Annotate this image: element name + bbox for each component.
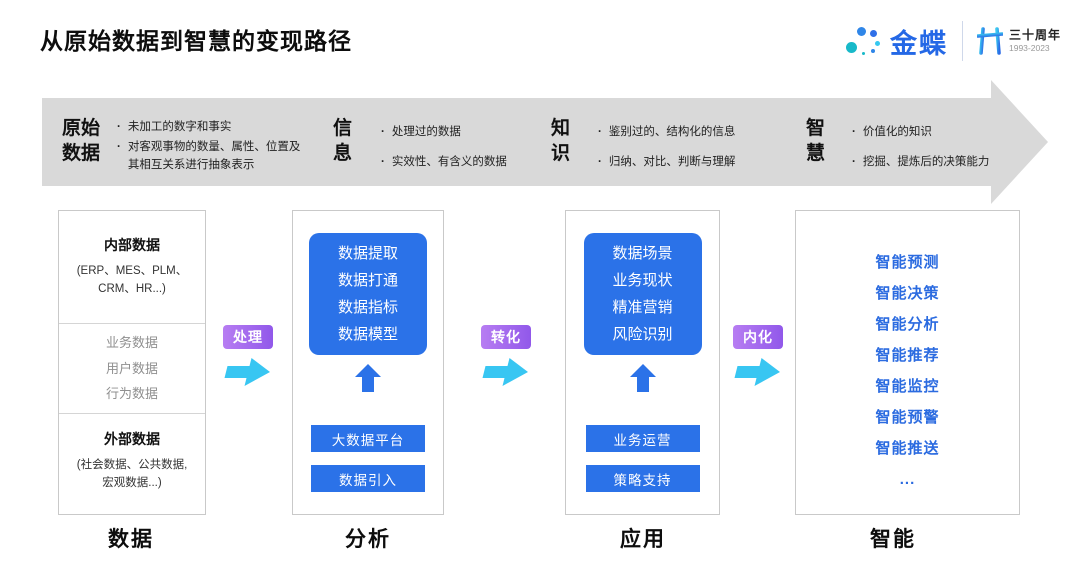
bullet-dot: · <box>598 126 602 138</box>
bullet-text: 实效性、有含义的数据 <box>391 156 507 169</box>
stage-title-information: 信 息 <box>333 118 353 164</box>
connector-process: 处理 <box>217 325 279 389</box>
application-pill: 数据场景 业务现状 精准营销 风险识别 <box>583 233 702 355</box>
pill-line: 数据提取 <box>337 245 398 262</box>
bullet-dot: · <box>117 121 121 133</box>
pill-line: 风险识别 <box>612 326 673 343</box>
connector-internalize: 内化 <box>727 325 789 389</box>
external-data-sub: (社会数据、公共数据, 宏观数据...) <box>76 459 188 490</box>
middle-data-item: 业务数据 <box>105 335 158 351</box>
bullet-text: 挖掘、提炼后的决策能力 <box>862 156 990 169</box>
application-box: 数据场景 业务现状 精准营销 风险识别 业务运营 策略支持 <box>565 210 720 515</box>
bullet-dot: · <box>117 141 121 154</box>
internal-data-section: 内部数据 (ERP、MES、PLM、 CRM、HR...) <box>59 211 205 323</box>
anniversary-label: 三十周年 <box>1009 28 1062 43</box>
bullet-text: 未加工的数字和事实 <box>127 121 232 133</box>
connector-badge: 转化 <box>481 325 531 349</box>
bullet-dot: · <box>381 156 385 169</box>
analysis-platform-label: 大数据平台 <box>311 425 425 452</box>
kingdee-dots-icon <box>845 21 881 61</box>
internal-data-title: 内部数据 <box>104 237 160 253</box>
stage-title-raw-data: 原始 数据 <box>62 118 101 164</box>
anniversary-years: 1993-2023 <box>1009 43 1050 54</box>
pill-line: 数据打通 <box>337 272 398 289</box>
intelligence-item: 智能预测 <box>875 254 940 271</box>
intelligence-item: 智能预警 <box>875 409 940 426</box>
intelligence-item-ellipsis: ... <box>899 471 916 488</box>
pill-line: 数据模型 <box>337 326 398 343</box>
right-arrow-icon <box>222 355 274 389</box>
bullet-text: 对客观事物的数量、属性、位置及其相互关系进行抽象表示 <box>127 141 301 171</box>
analysis-pill: 数据提取 数据打通 数据指标 数据模型 <box>309 233 427 355</box>
footer-label-analysis: 分析 <box>345 528 391 551</box>
intelligence-item: 智能监控 <box>875 378 940 395</box>
connector-transform: 转化 <box>475 325 537 389</box>
connector-badge: 内化 <box>733 325 783 349</box>
internal-data-sub: (ERP、MES、PLM、 CRM、HR...) <box>76 265 188 296</box>
anniversary-mark: 三十周年 1993-2023 <box>977 25 1061 57</box>
middle-data-item: 用户数据 <box>105 360 158 376</box>
application-strategy-label: 策略支持 <box>585 465 700 492</box>
page-title: 从原始数据到智慧的变现路径 <box>40 28 352 54</box>
bullet-dot: · <box>852 156 856 169</box>
intelligence-item: 智能决策 <box>875 285 940 302</box>
external-data-section: 外部数据 (社会数据、公共数据, 宏观数据...) <box>59 414 205 514</box>
pill-line: 数据指标 <box>337 299 398 316</box>
up-arrow-icon <box>355 364 381 392</box>
stage-bullets-information: · 处理过的数据 · 实效性、有含义的数据 <box>381 124 541 172</box>
stage-bullets-raw-data: · 未加工的数字和事实 · 对客观事物的数量、属性、位置及其相互关系进行抽象表示 <box>117 119 305 174</box>
pill-line: 数据场景 <box>612 245 673 262</box>
pill-line: 业务现状 <box>612 272 673 289</box>
intelligence-item: 智能推荐 <box>875 347 940 364</box>
footer-label-application: 应用 <box>620 528 666 551</box>
external-data-title: 外部数据 <box>104 431 160 447</box>
right-arrow-icon <box>732 355 784 389</box>
up-arrow-icon <box>629 364 656 392</box>
data-box: 内部数据 (ERP、MES、PLM、 CRM、HR...) 业务数据 用户数据 … <box>58 210 206 515</box>
application-operation-label: 业务运营 <box>585 425 700 452</box>
stage-title-knowledge: 知 识 <box>551 118 571 164</box>
footer-label-data: 数据 <box>108 528 154 551</box>
stage-bullets-wisdom: · 价值化的知识 · 挖掘、提炼后的决策能力 <box>852 124 1024 172</box>
intelligence-item: 智能推送 <box>875 440 940 457</box>
bullet-text: 价值化的知识 <box>862 126 932 138</box>
middle-data-item: 行为数据 <box>105 386 158 402</box>
brand-name: 金蝶 <box>890 28 948 59</box>
bullet-dot: · <box>381 126 385 138</box>
logo-divider <box>962 21 963 61</box>
connector-badge: 处理 <box>223 325 273 349</box>
intelligence-item: 智能分析 <box>875 316 940 333</box>
stage-bullets-knowledge: · 鉴别过的、结构化的信息 · 归纳、对比、判断与理解 <box>598 124 780 172</box>
bullet-text: 处理过的数据 <box>391 126 461 138</box>
middle-data-section: 业务数据 用户数据 行为数据 <box>59 323 205 414</box>
brand-logo: 金蝶 三十周年 1993-2023 <box>845 18 1061 64</box>
intelligence-box: 智能预测 智能决策 智能分析 智能推荐 智能监控 智能预警 智能推送 ... <box>795 210 1020 515</box>
bullet-text: 鉴别过的、结构化的信息 <box>608 126 736 138</box>
analysis-box: 数据提取 数据打通 数据指标 数据模型 大数据平台 数据引入 <box>292 210 444 515</box>
banner-arrowhead <box>991 80 1048 204</box>
stage-title-wisdom: 智 慧 <box>806 118 826 164</box>
analysis-import-label: 数据引入 <box>311 465 425 492</box>
thirty-glyph-icon <box>977 25 1003 55</box>
bullet-dot: · <box>852 126 856 138</box>
bullet-text: 归纳、对比、判断与理解 <box>608 156 736 169</box>
bullet-dot: · <box>598 156 602 169</box>
right-arrow-icon <box>480 355 532 389</box>
process-arrow-banner <box>42 98 992 186</box>
pill-line: 精准营销 <box>612 299 673 316</box>
footer-label-intelligence: 智能 <box>870 528 916 551</box>
